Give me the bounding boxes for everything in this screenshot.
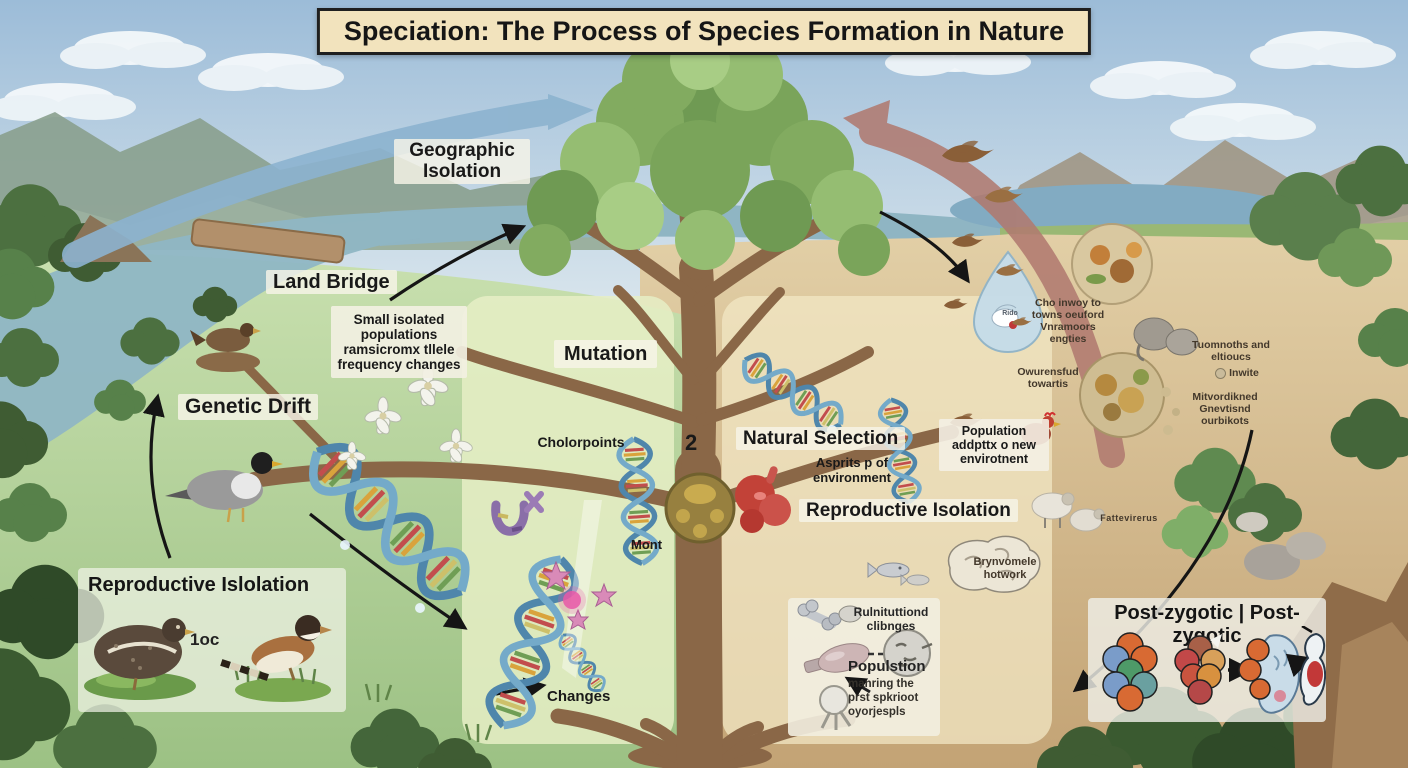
- page-title: Speciation: The Process of Species Forma…: [316, 8, 1092, 55]
- label-reproductive-isolation: Reproductive Isolation: [799, 499, 1018, 523]
- label-natural-selection-sub: Asprits p of environment: [812, 455, 891, 485]
- reproductive-isolation-box: Reproductive Islolation 1oc: [78, 568, 346, 712]
- turtle-shell-icon: [664, 472, 736, 544]
- right-lake: [950, 184, 1290, 236]
- food-circle-bottom-icon: [1079, 352, 1180, 438]
- label-land-bridge: Land Bridge: [266, 270, 397, 295]
- note-mammoths: Tuomnoths and eltioucs: [1192, 339, 1270, 364]
- label-changes: Changes: [547, 688, 611, 705]
- gray-megafauna-icons: [1133, 317, 1199, 362]
- land-bridge: [190, 218, 346, 264]
- food-circle-top-icon: [1071, 223, 1153, 305]
- note-mixed: Mitvordikned Gnevtisnd ourbikots: [1192, 391, 1258, 428]
- label-geographic-isolation: Geographic Isolation: [394, 139, 530, 184]
- label-dna-caption: Mont: [631, 537, 663, 552]
- repro-box-art: [84, 615, 332, 702]
- tree-icon: [237, 30, 959, 768]
- sheep-icons: [1031, 492, 1105, 532]
- note-towards: Owurensfud towartis: [1017, 366, 1079, 391]
- note-towns: Cho inwoy to towns oeuford Vnramoors eng…: [1031, 297, 1105, 346]
- note-droplet: Rido: [1002, 310, 1018, 317]
- water-droplet-icon: [972, 250, 1044, 353]
- flow-arrows-group: [142, 210, 1254, 700]
- label-natural-selection: Natural Selection: [736, 427, 906, 451]
- brain-sketch-icon: [947, 535, 1041, 593]
- anatomy-note-population: Populstion: [848, 658, 926, 675]
- perched-bird-icon: [190, 323, 261, 372]
- tree-foliage: [519, 30, 890, 276]
- chromosome-icon: [491, 491, 544, 536]
- anatomy-box: Rulnituttiond clibnges Populstion manrin…: [788, 598, 940, 736]
- pigeon-icon: [165, 452, 283, 523]
- label-population-note: Population addpttx o new envirotnent: [939, 419, 1049, 471]
- stamp-icon: [1215, 367, 1227, 379]
- post-zygotic-box: Post-zygotic | Post-zygotic: [1088, 598, 1326, 722]
- anatomy-note-top: Rulnituttiond clibnges: [853, 605, 929, 633]
- note-herbivores: Fattevirerus: [1100, 513, 1158, 523]
- note-invite-text: Inwite: [1229, 367, 1259, 379]
- label-small-populations-note: Small isolated populations ramsicromx tl…: [331, 306, 467, 379]
- center-left-panel: [462, 296, 674, 744]
- red-organism-icon: [735, 466, 791, 533]
- label-genetic-drift: Genetic Drift: [178, 394, 319, 420]
- label-cholorpoints: Cholorpoints: [537, 434, 625, 450]
- cell-cluster-3: [1238, 634, 1300, 714]
- blue-arrow-icon: [62, 94, 594, 268]
- hybrid-embryo-icon: [1299, 626, 1326, 706]
- pink-flowers-group: [540, 560, 618, 631]
- cell-cluster-2: [1174, 634, 1226, 705]
- repro-box-title: Reproductive Islolation: [88, 574, 310, 596]
- post-zygotic-art: [1102, 626, 1326, 714]
- anatomy-note-bottom: manring the prst spkrioot oyorjespls: [848, 678, 919, 718]
- anatomy-box-art: [797, 599, 933, 730]
- light-beam: [562, 500, 602, 678]
- label-dna-number: 2: [685, 430, 698, 455]
- cell-cluster-1: [1102, 632, 1158, 712]
- fish-sketch-icon: [867, 561, 930, 587]
- label-mutation: Mutation: [554, 340, 658, 369]
- repro-box-caption: 1oc: [190, 630, 220, 649]
- grass-tufts: [364, 683, 493, 742]
- note-network: Brynvomele hotwork: [973, 556, 1037, 581]
- note-invite: Inwite: [1206, 367, 1268, 379]
- river: [0, 212, 420, 470]
